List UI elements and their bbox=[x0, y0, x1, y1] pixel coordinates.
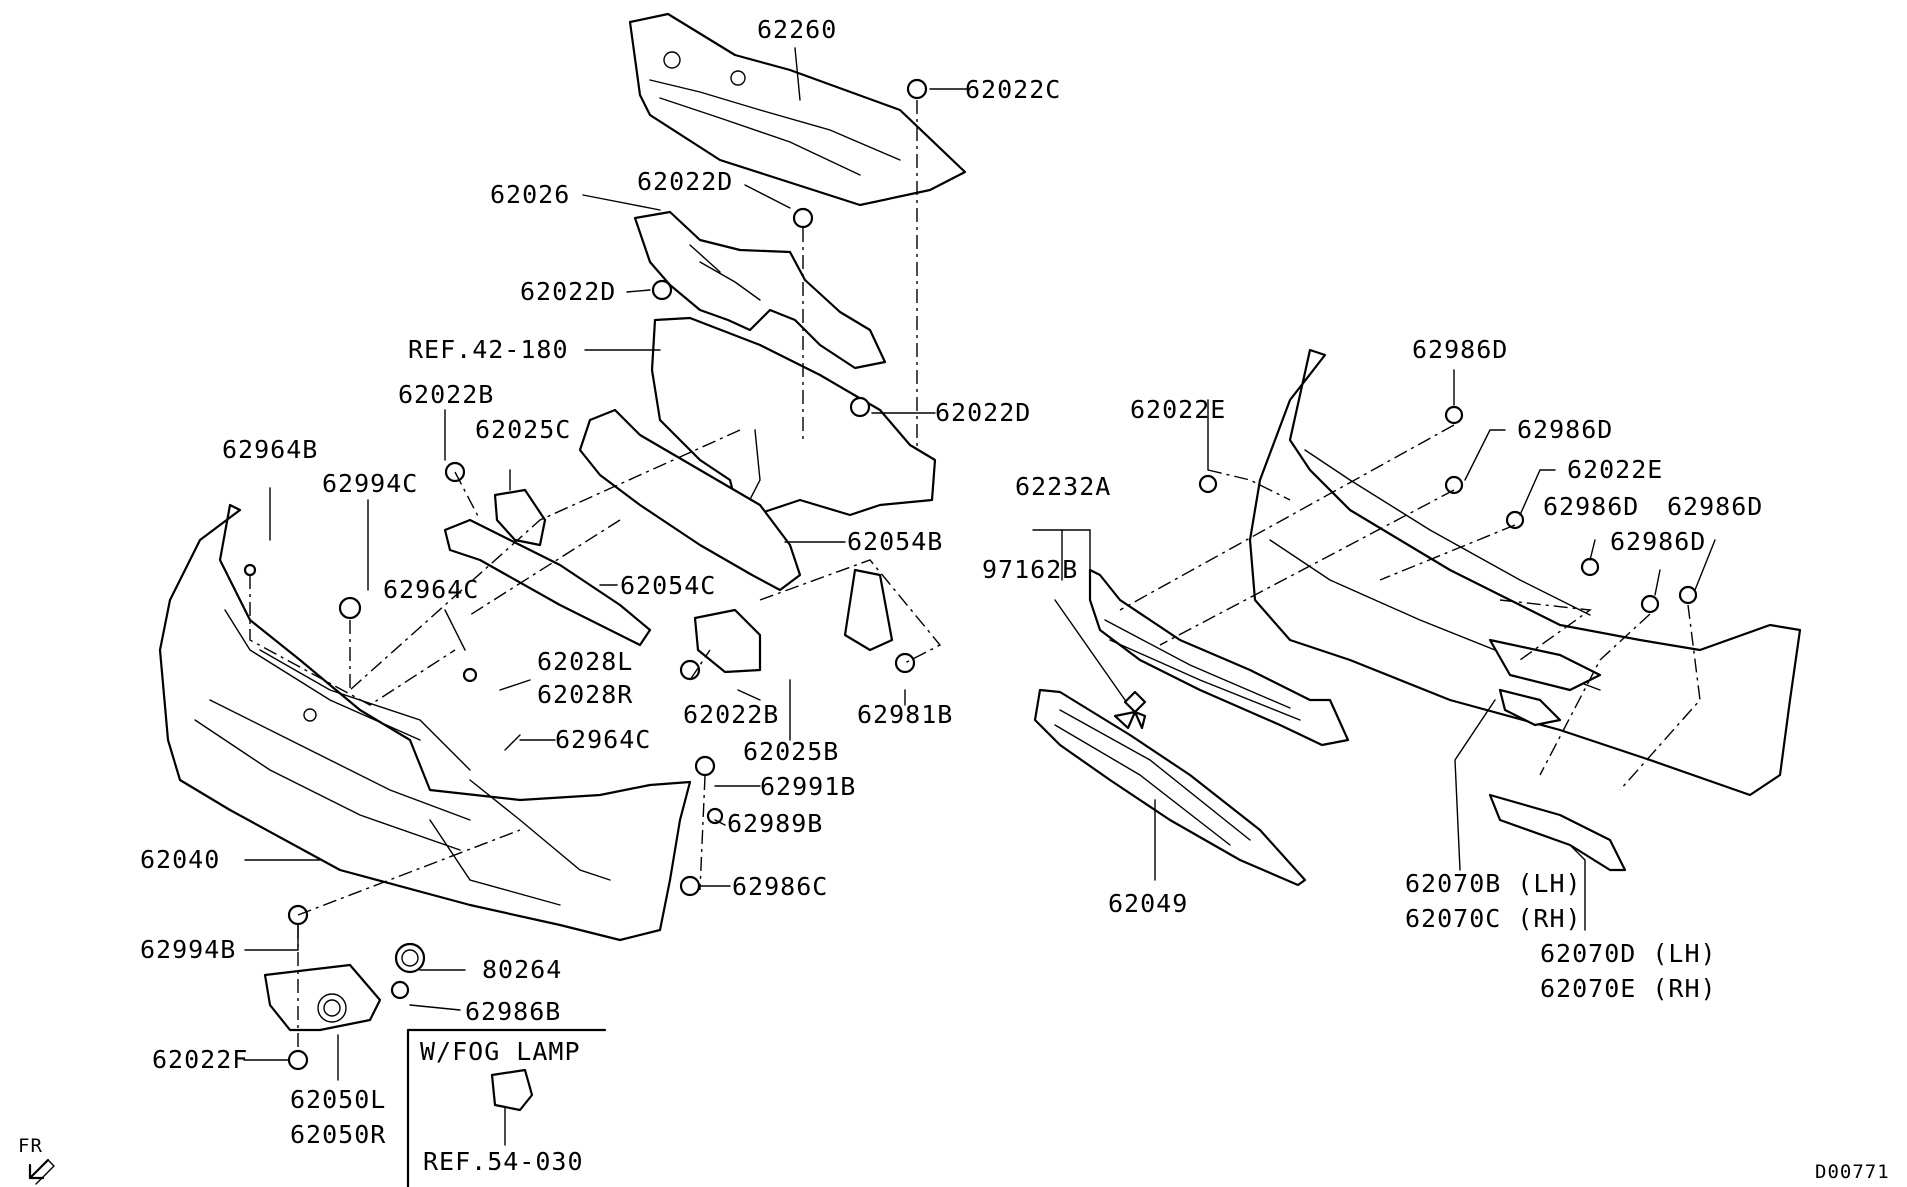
label-62025C: 62025C bbox=[475, 415, 571, 444]
label-62050L: 62050L bbox=[290, 1085, 386, 1114]
label-62022B-bottom: 62022B bbox=[683, 700, 779, 729]
bumper-assembly bbox=[1248, 348, 1802, 872]
label-62022D-mid: 62022D bbox=[520, 277, 616, 306]
labels: 62260 62022C 62026 62022D 62022D REF.42-… bbox=[18, 15, 1890, 1183]
label-ref42: REF.42-180 bbox=[408, 335, 569, 364]
label-62070D: 62070D (LH) bbox=[1540, 939, 1717, 968]
label-62070E: 62070E (RH) bbox=[1540, 974, 1717, 1003]
label-62986D-second: 62986D bbox=[1517, 415, 1613, 444]
label-62986D-third: 62986D bbox=[1543, 492, 1639, 521]
fog-lamp-inset bbox=[406, 1028, 607, 1187]
fog-lamp-80264 bbox=[394, 942, 426, 974]
label-62050R: 62050R bbox=[290, 1120, 386, 1149]
alignment-lines bbox=[249, 100, 1701, 1050]
label-62054C: 62054C bbox=[620, 571, 716, 600]
label-62964B: 62964B bbox=[222, 435, 318, 464]
fasteners bbox=[243, 78, 1698, 1071]
emblem-97162B bbox=[1113, 690, 1147, 730]
label-62994B: 62994B bbox=[140, 935, 236, 964]
label-62022E-right: 62022E bbox=[1567, 455, 1663, 484]
label-62070C: 62070C (RH) bbox=[1405, 904, 1582, 933]
label-62981B: 62981B bbox=[857, 700, 953, 729]
label-62022C: 62022C bbox=[965, 75, 1061, 104]
label-diagram-code: D00771 bbox=[1815, 1161, 1890, 1183]
label-62986D-top: 62986D bbox=[1412, 335, 1508, 364]
label-62040: 62040 bbox=[140, 845, 220, 874]
label-62232A: 62232A bbox=[1015, 472, 1111, 501]
bracket-62025B bbox=[693, 608, 762, 674]
front-bumper-62040 bbox=[158, 503, 692, 942]
label-62025B: 62025B bbox=[743, 737, 839, 766]
label-62991B: 62991B bbox=[760, 772, 856, 801]
label-80264: 80264 bbox=[482, 955, 562, 984]
grille-frame-62232A bbox=[1088, 568, 1350, 747]
label-62022E-left: 62022E bbox=[1130, 395, 1226, 424]
label-62986C: 62986C bbox=[732, 872, 828, 901]
label-62989B: 62989B bbox=[727, 809, 823, 838]
label-fog-title: W/FOG LAMP bbox=[420, 1037, 581, 1066]
label-62022B-top: 62022B bbox=[398, 380, 494, 409]
label-fr: FR bbox=[18, 1135, 43, 1157]
label-62022D-top: 62022D bbox=[637, 167, 733, 196]
reinforcement-62054B bbox=[578, 408, 894, 652]
upper-cover-62260 bbox=[628, 12, 967, 207]
grille-62049 bbox=[1033, 688, 1307, 887]
label-62994C: 62994C bbox=[322, 469, 418, 498]
label-62964C-top: 62964C bbox=[383, 575, 479, 604]
label-62964C-bottom: 62964C bbox=[555, 725, 651, 754]
label-62026: 62026 bbox=[490, 180, 570, 209]
label-62986D-fourth: 62986D bbox=[1667, 492, 1763, 521]
label-62028R: 62028R bbox=[537, 680, 633, 709]
label-62022D-right: 62022D bbox=[935, 398, 1031, 427]
label-62022F: 62022F bbox=[152, 1045, 248, 1074]
label-62049: 62049 bbox=[1108, 889, 1188, 918]
label-62260: 62260 bbox=[757, 15, 837, 44]
bracket-62026 bbox=[633, 210, 887, 370]
front-arrow-icon bbox=[28, 1158, 55, 1185]
label-62028L: 62028L bbox=[537, 647, 633, 676]
label-62070B: 62070B (LH) bbox=[1405, 869, 1582, 898]
bracket-62025C bbox=[493, 488, 547, 547]
label-ref54: REF.54-030 bbox=[423, 1147, 584, 1176]
fog-bezel-62050L bbox=[263, 963, 382, 1032]
label-97162B: 97162B bbox=[982, 555, 1078, 584]
label-62054B: 62054B bbox=[847, 527, 943, 556]
leader-lines bbox=[243, 47, 1716, 1081]
label-62986D-fifth: 62986D bbox=[1610, 527, 1706, 556]
label-62986B: 62986B bbox=[465, 997, 561, 1026]
